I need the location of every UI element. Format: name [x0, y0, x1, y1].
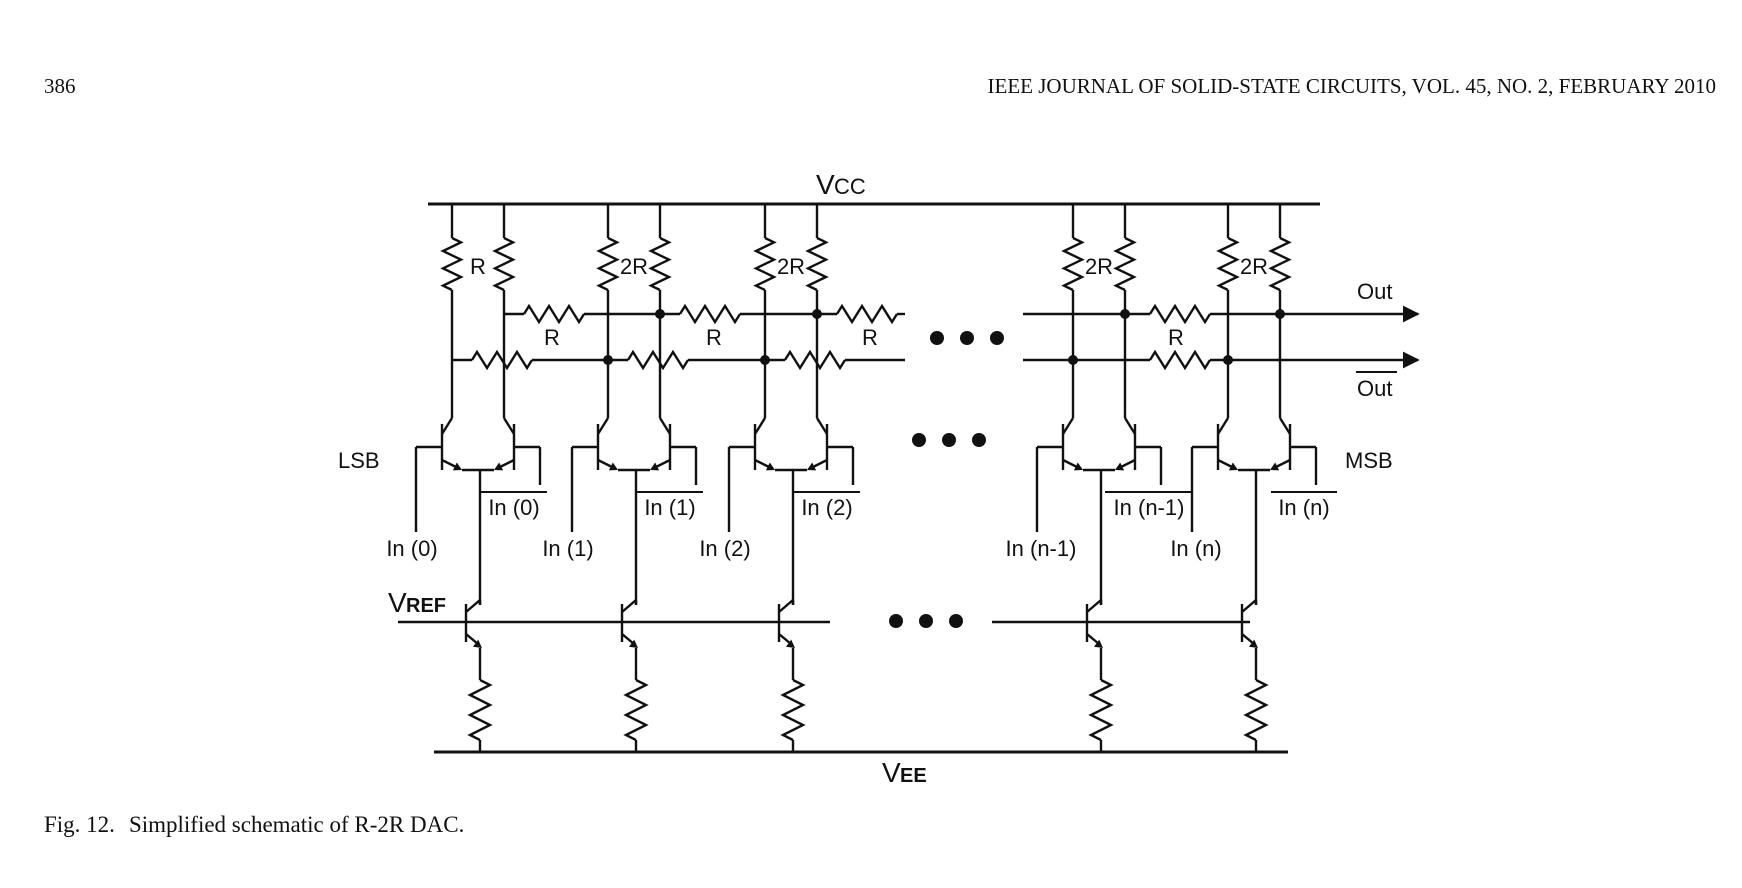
svg-text:V: V — [388, 587, 407, 618]
pullup-resistors — [596, 204, 672, 360]
pullup-resistors — [1216, 204, 1292, 360]
svg-text:In (2): In (2) — [699, 536, 750, 561]
svg-text:In (n): In (n) — [1278, 495, 1329, 520]
svg-text:V: V — [816, 169, 835, 200]
current-source — [464, 599, 493, 752]
input-labels: In (n-1) In (n-1) — [1006, 491, 1193, 561]
ellipsis-ladder — [930, 331, 1004, 345]
diff-pair — [1190, 314, 1318, 605]
diff-pair — [414, 314, 542, 605]
pullup-resistors — [753, 204, 829, 360]
svg-text:Out: Out — [1357, 376, 1392, 401]
svg-text:In (0): In (0) — [488, 495, 539, 520]
svg-text:In (1): In (1) — [644, 495, 695, 520]
pullup-resistors — [440, 204, 516, 360]
svg-text:CC: CC — [834, 174, 866, 199]
pullup-resistors — [1061, 204, 1137, 360]
svg-text:R: R — [706, 325, 722, 350]
cell-0: R In (0) In (0) — [386, 204, 547, 752]
figure-number: Fig. 12. — [44, 812, 115, 837]
svg-text:2R: 2R — [620, 254, 648, 279]
input-labels: In (1) In (1) — [542, 491, 703, 561]
cell-3: 2R In (n-1) In (n-1) — [1006, 204, 1193, 752]
current-source — [1240, 599, 1269, 752]
svg-text:In (1): In (1) — [542, 536, 593, 561]
svg-text:R: R — [470, 254, 486, 279]
svg-text:In (0): In (0) — [386, 536, 437, 561]
input-labels: In (2) In (2) — [699, 491, 860, 561]
running-header: IEEE JOURNAL OF SOLID-STATE CIRCUITS, VO… — [987, 74, 1716, 98]
page-number: 386 — [44, 74, 76, 98]
svg-text:In (n-1): In (n-1) — [1006, 536, 1077, 561]
current-source — [620, 599, 649, 752]
diff-pair — [727, 314, 855, 605]
svg-text:In (n): In (n) — [1170, 536, 1221, 561]
lsb-label: LSB — [338, 448, 380, 473]
svg-text:2R: 2R — [1085, 254, 1113, 279]
svg-text:In (2): In (2) — [801, 495, 852, 520]
svg-text:V: V — [882, 757, 901, 788]
diff-pair — [1035, 314, 1163, 605]
ellipsis-pairs — [912, 433, 986, 447]
current-source — [777, 599, 806, 752]
input-labels: In (0) In (0) — [386, 491, 547, 561]
vcc-label: V CC — [816, 169, 866, 200]
figure-caption: Fig. 12. Simplified schematic of R-2R DAC… — [44, 812, 464, 838]
svg-text:In (n-1): In (n-1) — [1114, 495, 1185, 520]
cell-2: 2R In (2) In (2) — [699, 204, 860, 752]
vref-label: V REF — [388, 587, 446, 618]
out-label: Out — [1357, 279, 1392, 304]
svg-text:2R: 2R — [777, 254, 805, 279]
svg-text:REF: REF — [406, 595, 446, 617]
svg-text:R: R — [862, 325, 878, 350]
svg-text:R: R — [544, 325, 560, 350]
msb-label: MSB — [1345, 448, 1393, 473]
cell-1: 2R In (1) In (1) — [542, 204, 703, 752]
figure-caption-text: Simplified schematic of R-2R DAC. — [128, 812, 465, 837]
cell-4: 2R In (n) In (n) — [1170, 204, 1337, 752]
current-source — [1085, 599, 1114, 752]
vee-label: V EE — [882, 757, 927, 788]
svg-text:R: R — [1168, 325, 1184, 350]
svg-text:EE: EE — [900, 765, 927, 787]
input-labels: In (n) In (n) — [1170, 491, 1337, 561]
ellipsis-sources — [889, 614, 963, 628]
out-bar-label: Out — [1356, 371, 1397, 401]
svg-text:2R: 2R — [1240, 254, 1268, 279]
